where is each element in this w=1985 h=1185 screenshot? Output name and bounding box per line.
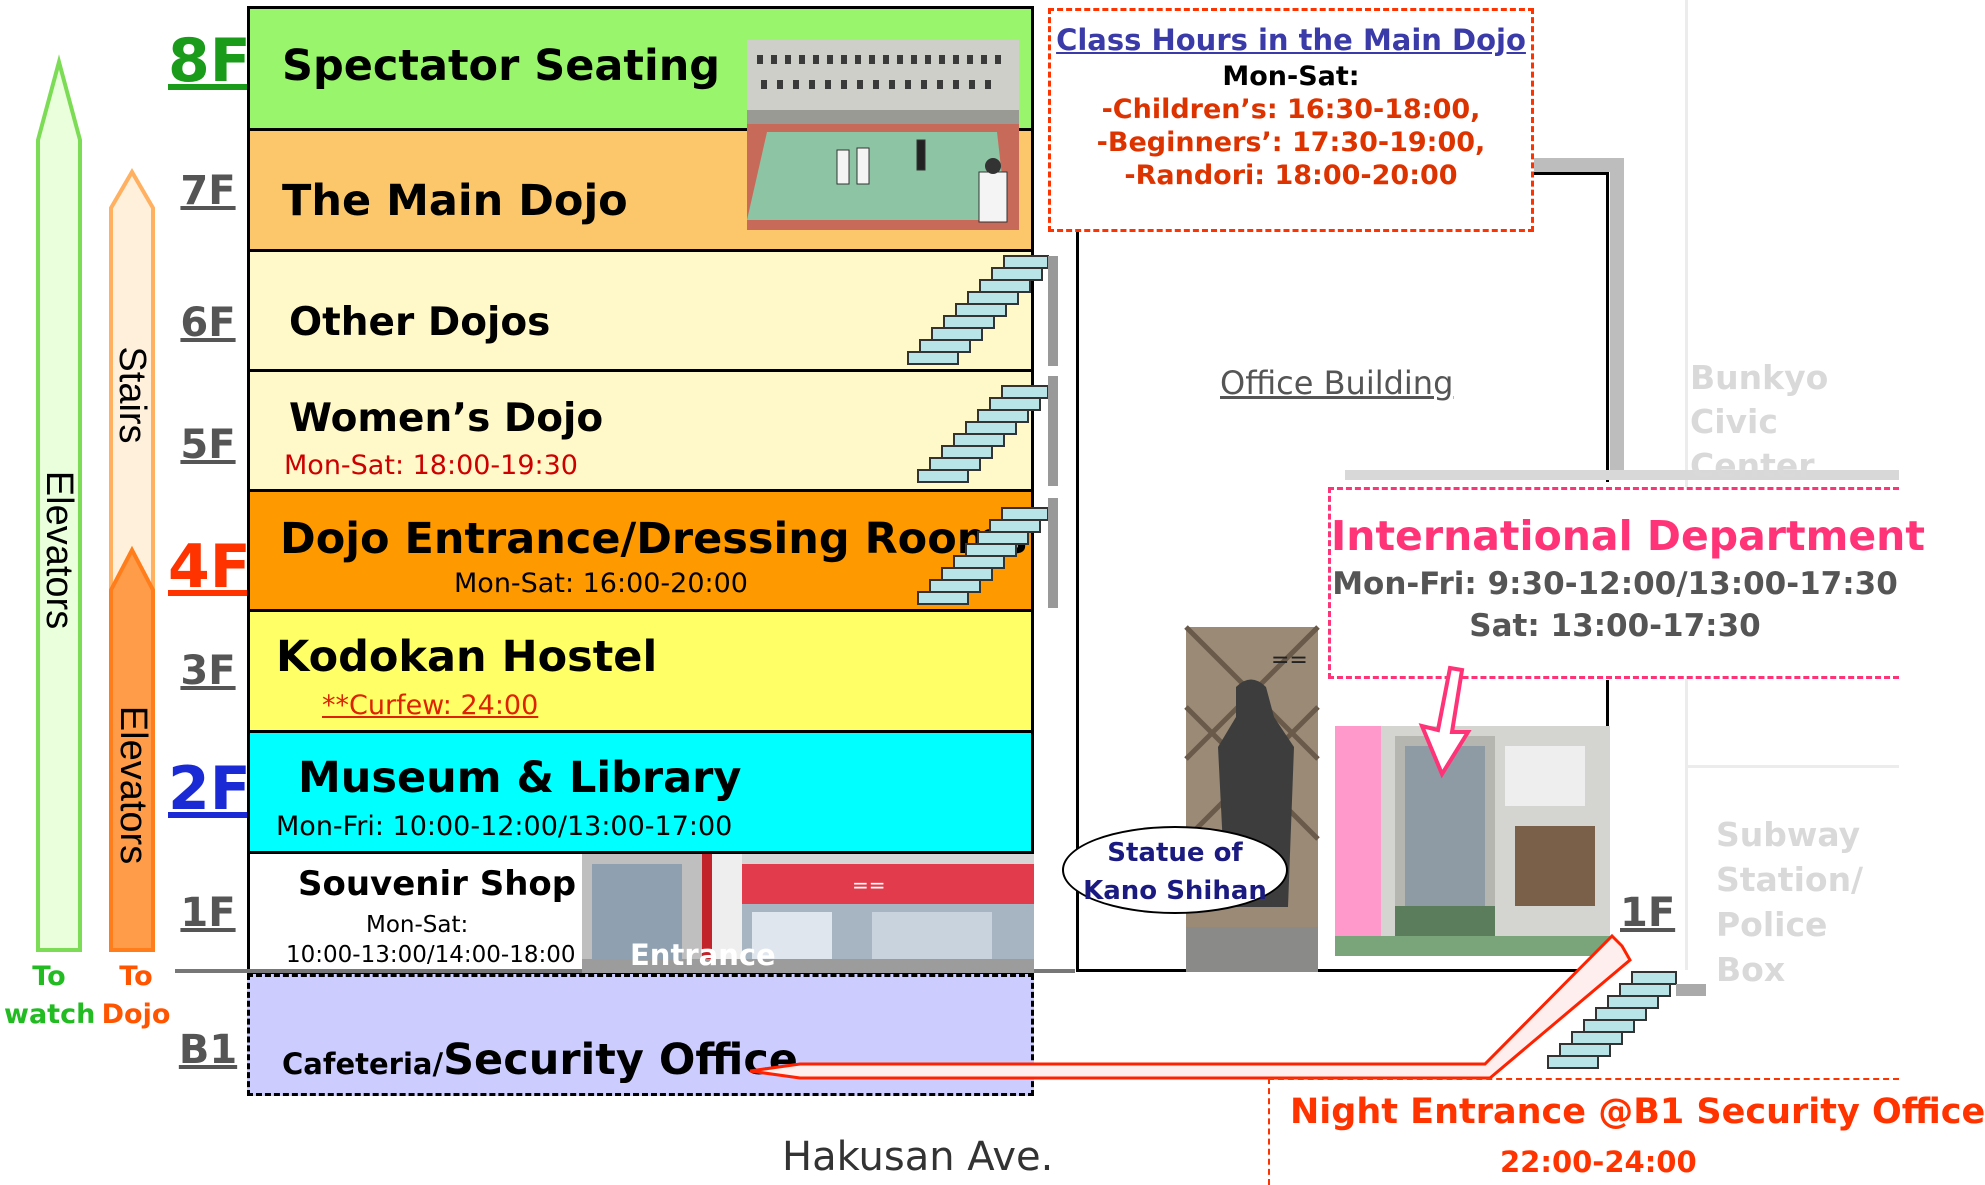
band-dojo-entrance: Dojo Entrance/Dressing Rooms Mon-Sat: 16… bbox=[247, 489, 1034, 612]
to-dojo-line1: To bbox=[119, 961, 153, 992]
statue-photo: == bbox=[1184, 625, 1320, 972]
office-building-top-wall bbox=[1530, 172, 1609, 175]
bunkyo-civic-boundary bbox=[1685, 0, 1688, 970]
statue-line1: Statue of bbox=[1107, 838, 1243, 868]
to-dojo-label: To Dojo bbox=[96, 958, 176, 1034]
night-entrance-hours: 22:00-24:00 bbox=[1500, 1145, 1697, 1179]
office-building-label: Office Building bbox=[1220, 364, 1454, 402]
bunkyo-civic-label: Bunkyo Civic Center bbox=[1690, 356, 1899, 488]
night-entrance-divider-v bbox=[1268, 1078, 1270, 1185]
basement-title-big: Security Office bbox=[443, 1035, 798, 1085]
night-entrance-title: Night Entrance @B1 Security Office bbox=[1290, 1092, 1985, 1132]
to-watch-label: To watch bbox=[4, 958, 96, 1034]
svg-text:==: == bbox=[852, 873, 886, 897]
statue-label: Statue of Kano Shihan bbox=[1062, 826, 1288, 914]
ground-1f-label: 1F bbox=[1620, 890, 1676, 936]
museum-title: Museum & Library bbox=[298, 753, 742, 803]
stairs-label: Stairs bbox=[111, 346, 153, 444]
statue-line2: Kano Shihan bbox=[1083, 876, 1267, 906]
office-building-shadow bbox=[1534, 158, 1624, 172]
souvenir-title: Souvenir Shop bbox=[298, 864, 577, 904]
building-stairs bbox=[907, 255, 1058, 608]
office-building-outline bbox=[1076, 172, 1609, 972]
band-other-dojos: Other Dojos bbox=[247, 249, 1034, 372]
class-hours-box: Class Hours in the Main Dojo Mon-Sat: -C… bbox=[1048, 8, 1534, 232]
other-dojos-title: Other Dojos bbox=[289, 300, 551, 345]
floor-label-6F: 6F bbox=[180, 300, 236, 346]
band-hostel: Kodokan Hostel **Curfew: 24:00 bbox=[247, 609, 1034, 733]
floor-label-5F: 5F bbox=[180, 422, 236, 468]
night-entrance-stairs bbox=[1547, 971, 1706, 1069]
to-watch-line1: To bbox=[32, 961, 66, 992]
to-watch-line2: watch bbox=[4, 999, 96, 1030]
womens-dojo-title: Women’s Dojo bbox=[289, 396, 604, 441]
souvenir-hours-2: 10:00-13:00/14:00-18:00 bbox=[286, 942, 576, 968]
floor-label-3F: 3F bbox=[180, 648, 236, 694]
subway-line3: Police Box bbox=[1716, 905, 1828, 989]
office-building-shadow-right bbox=[1610, 158, 1624, 478]
international-pointer-arrow bbox=[1418, 665, 1472, 779]
museum-hours: Mon-Fri: 10:00-12:00/13:00-17:00 bbox=[276, 811, 733, 842]
night-entrance-arrow bbox=[749, 933, 1632, 1080]
floor-label-2F: 2F bbox=[168, 754, 251, 824]
to-dojo-line2: Dojo bbox=[101, 999, 171, 1030]
svg-text:==: == bbox=[1271, 648, 1308, 673]
subway-label: Subway Station/ Police Box bbox=[1716, 812, 1899, 992]
bunkyo-top-boundary bbox=[1345, 470, 1899, 480]
main-dojo-photo bbox=[747, 40, 1019, 230]
souvenir-hours-1: Mon-Sat: bbox=[366, 912, 469, 938]
subway-boundary bbox=[1685, 765, 1899, 768]
dojo-entrance-hours: Mon-Sat: 16:00-20:00 bbox=[454, 568, 748, 599]
spectator-seating-title: Spectator Seating bbox=[282, 41, 721, 91]
hostel-curfew: **Curfew: 24:00 bbox=[322, 690, 539, 721]
basement-title: Cafeteria/Security Office bbox=[282, 1035, 798, 1085]
class-hours-title: Class Hours in the Main Dojo bbox=[1056, 23, 1526, 57]
class-hours-days: Mon-Sat: bbox=[1222, 61, 1360, 92]
entrance-photo: == Entrance bbox=[582, 854, 1034, 973]
bunkyo-line1: Bunkyo bbox=[1690, 358, 1829, 397]
floor-label-4F: 4F bbox=[168, 532, 251, 602]
international-dept-hours-1: Mon-Fri: 9:30-12:00/13:00-17:30 bbox=[1332, 566, 1898, 602]
hostel-title: Kodokan Hostel bbox=[276, 632, 658, 682]
band-spectator-seating: Spectator Seating bbox=[247, 6, 1034, 131]
floor-label-7F: 7F bbox=[180, 168, 236, 214]
class-hours-randori: -Randori: 18:00-20:00 bbox=[1124, 160, 1458, 191]
class-hours-children: -Children’s: 16:30-18:00, bbox=[1101, 94, 1481, 125]
international-dept-title: International Department bbox=[1331, 512, 1925, 560]
street-label: Hakusan Ave. bbox=[782, 1134, 1054, 1180]
left-arrows bbox=[36, 54, 155, 952]
basement-title-small: Cafeteria/ bbox=[282, 1047, 444, 1081]
night-entrance-divider-h bbox=[1268, 1078, 1899, 1080]
floor-label-1F: 1F bbox=[180, 890, 236, 936]
international-dept-photo bbox=[1335, 726, 1610, 956]
elevators-watch-label: Elevators bbox=[38, 470, 80, 630]
entrance-label: Entrance bbox=[630, 938, 776, 972]
bunkyo-line2: Civic Center bbox=[1690, 402, 1815, 485]
class-hours-beginners: -Beginners’: 17:30-19:00, bbox=[1096, 127, 1486, 158]
band-womens-dojo: Women’s Dojo Mon-Sat: 18:00-19:30 bbox=[247, 369, 1034, 492]
subway-line1: Subway bbox=[1716, 815, 1861, 854]
elevators-to-dojo-arrow bbox=[109, 545, 155, 952]
main-dojo-title: The Main Dojo bbox=[282, 176, 628, 226]
band-museum: Museum & Library Mon-Fri: 10:00-12:00/13… bbox=[247, 730, 1034, 854]
subway-line2: Station/ bbox=[1716, 860, 1864, 899]
dojo-entrance-title: Dojo Entrance/Dressing Rooms bbox=[280, 514, 1028, 564]
womens-dojo-hours: Mon-Sat: 18:00-19:30 bbox=[284, 450, 578, 481]
elevators-dojo-label: Elevators bbox=[112, 705, 154, 865]
office-building-right-wall bbox=[1606, 172, 1609, 482]
international-dept-box: International Department Mon-Fri: 9:30-1… bbox=[1328, 487, 1925, 679]
international-dept-hours-2: Sat: 13:00-17:30 bbox=[1469, 608, 1761, 644]
floor-label-B1: B1 bbox=[178, 1027, 238, 1073]
floor-label-8F: 8F bbox=[168, 26, 251, 96]
elevators-to-watch-arrow bbox=[36, 54, 82, 952]
